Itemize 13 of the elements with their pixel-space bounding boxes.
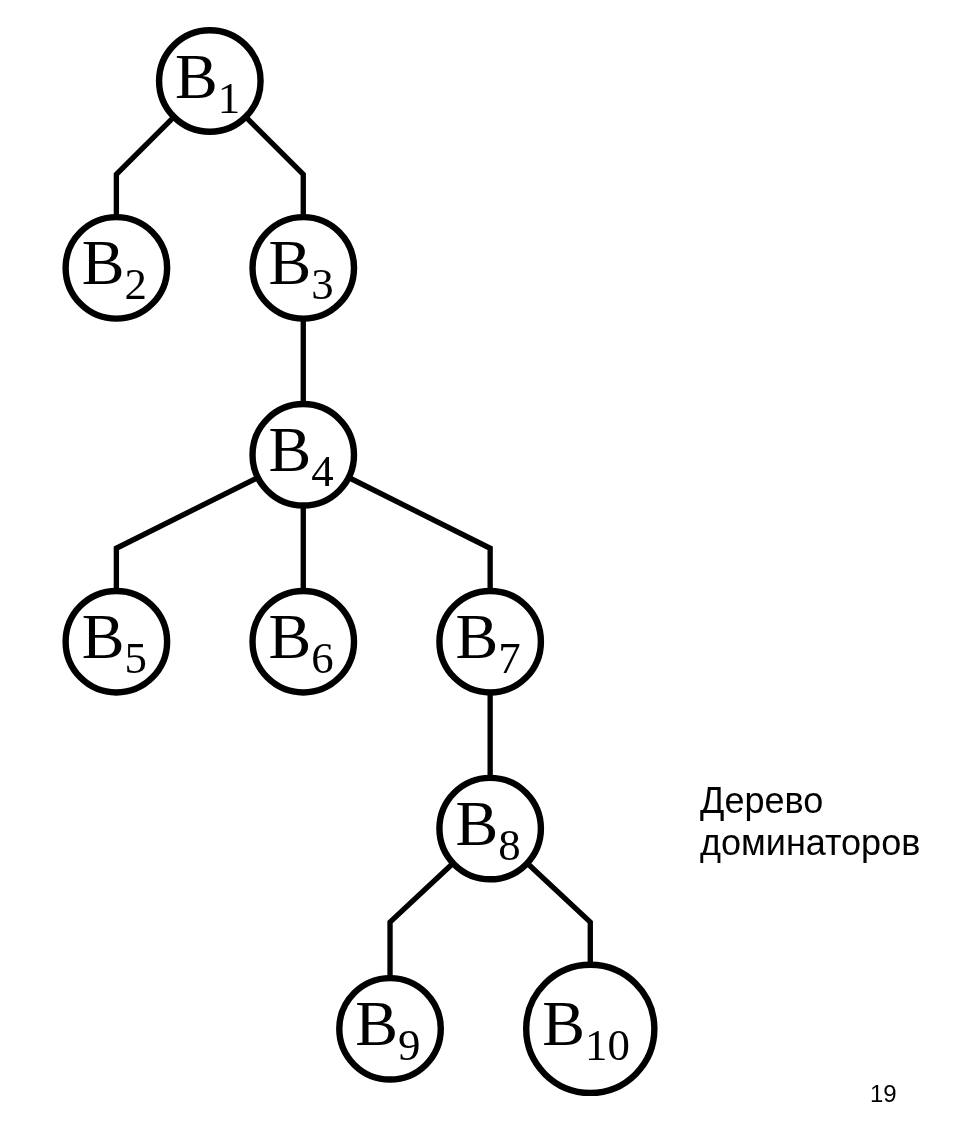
node-circle: B$_{6}$ [249, 587, 358, 696]
page-number: 19 [870, 1080, 898, 1108]
node-circle: B$_{7}$ [436, 587, 545, 696]
node-circle: B$_{5}$ [62, 587, 171, 696]
node-circle: B$_{1}$ [155, 27, 264, 135]
node-circle: B$_{4}$ [249, 400, 358, 509]
node-circle: B$_{10}$ [523, 961, 658, 1097]
node-circle: B$_{3}$ [249, 213, 358, 322]
caption-text: Дерево доминаторов [700, 780, 922, 864]
connector [525, 861, 593, 965]
node-circle: B$_{8}$ [436, 774, 545, 883]
node-circle: B$_{2}$ [62, 213, 171, 322]
node-circle: B$_{9}$ [336, 974, 444, 1083]
